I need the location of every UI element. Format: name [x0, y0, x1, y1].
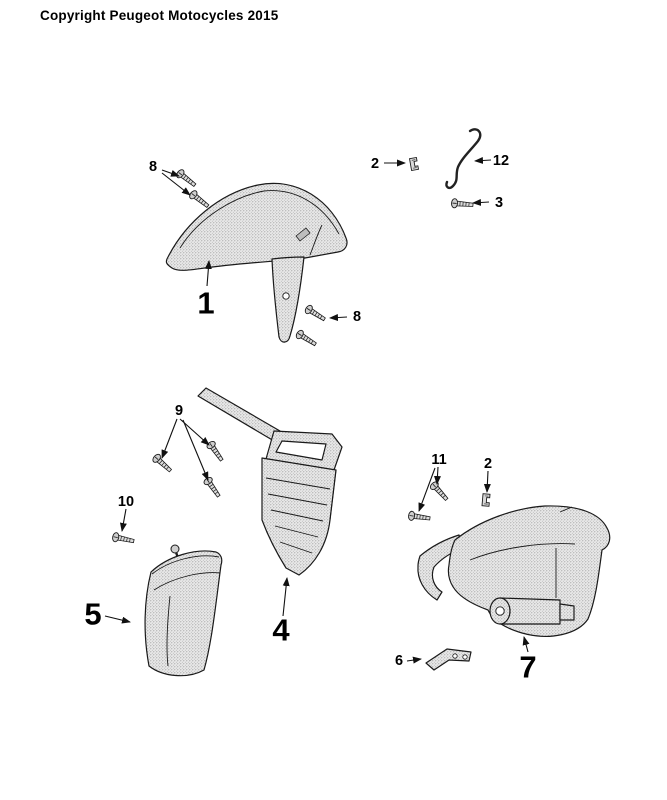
screw-item-11-b	[407, 510, 431, 524]
callout-wire-12: 12	[492, 152, 510, 169]
inner-fender-part-4	[197, 387, 343, 576]
copyright-text: Copyright Peugeot Motocycles 2015	[40, 8, 279, 23]
callout-part-1: 1	[197, 285, 215, 321]
screw-item-9-b	[205, 439, 226, 464]
screw-item-3	[450, 197, 474, 210]
screw-item-8-top-b	[187, 188, 212, 211]
wire-hook-item-12	[445, 128, 482, 190]
callout-screws-8-top: 8	[148, 158, 158, 175]
callout-clip-2-top: 2	[370, 155, 380, 172]
screw-item-8-bottom-a	[303, 303, 328, 324]
screw-item-8-bottom-b	[294, 328, 319, 349]
callout-bracket-6: 6	[394, 652, 404, 669]
retainer-clip-item-2-right	[481, 493, 491, 507]
screw-item-10	[111, 531, 136, 547]
callout-part-7: 7	[519, 649, 537, 685]
callout-part-5: 5	[84, 596, 102, 632]
callout-screws-8-bottom: 8	[352, 308, 362, 325]
front-fender-part-1	[165, 182, 348, 343]
screw-item-11-a	[428, 479, 451, 503]
leader-lines	[104, 157, 530, 664]
callout-part-4: 4	[272, 612, 290, 648]
callout-screws-9: 9	[174, 402, 184, 419]
callout-screws-11: 11	[431, 451, 447, 468]
screw-item-9-c	[202, 475, 223, 500]
rear-fender-part-7	[417, 505, 611, 637]
retainer-clip-item-2-top	[409, 157, 419, 171]
callout-screw-10: 10	[117, 493, 135, 510]
mud-flap-part-5	[144, 544, 223, 677]
callout-screw-3: 3	[494, 194, 504, 211]
callout-clip-2-right: 2	[483, 455, 493, 472]
bracket-item-6	[425, 648, 472, 671]
